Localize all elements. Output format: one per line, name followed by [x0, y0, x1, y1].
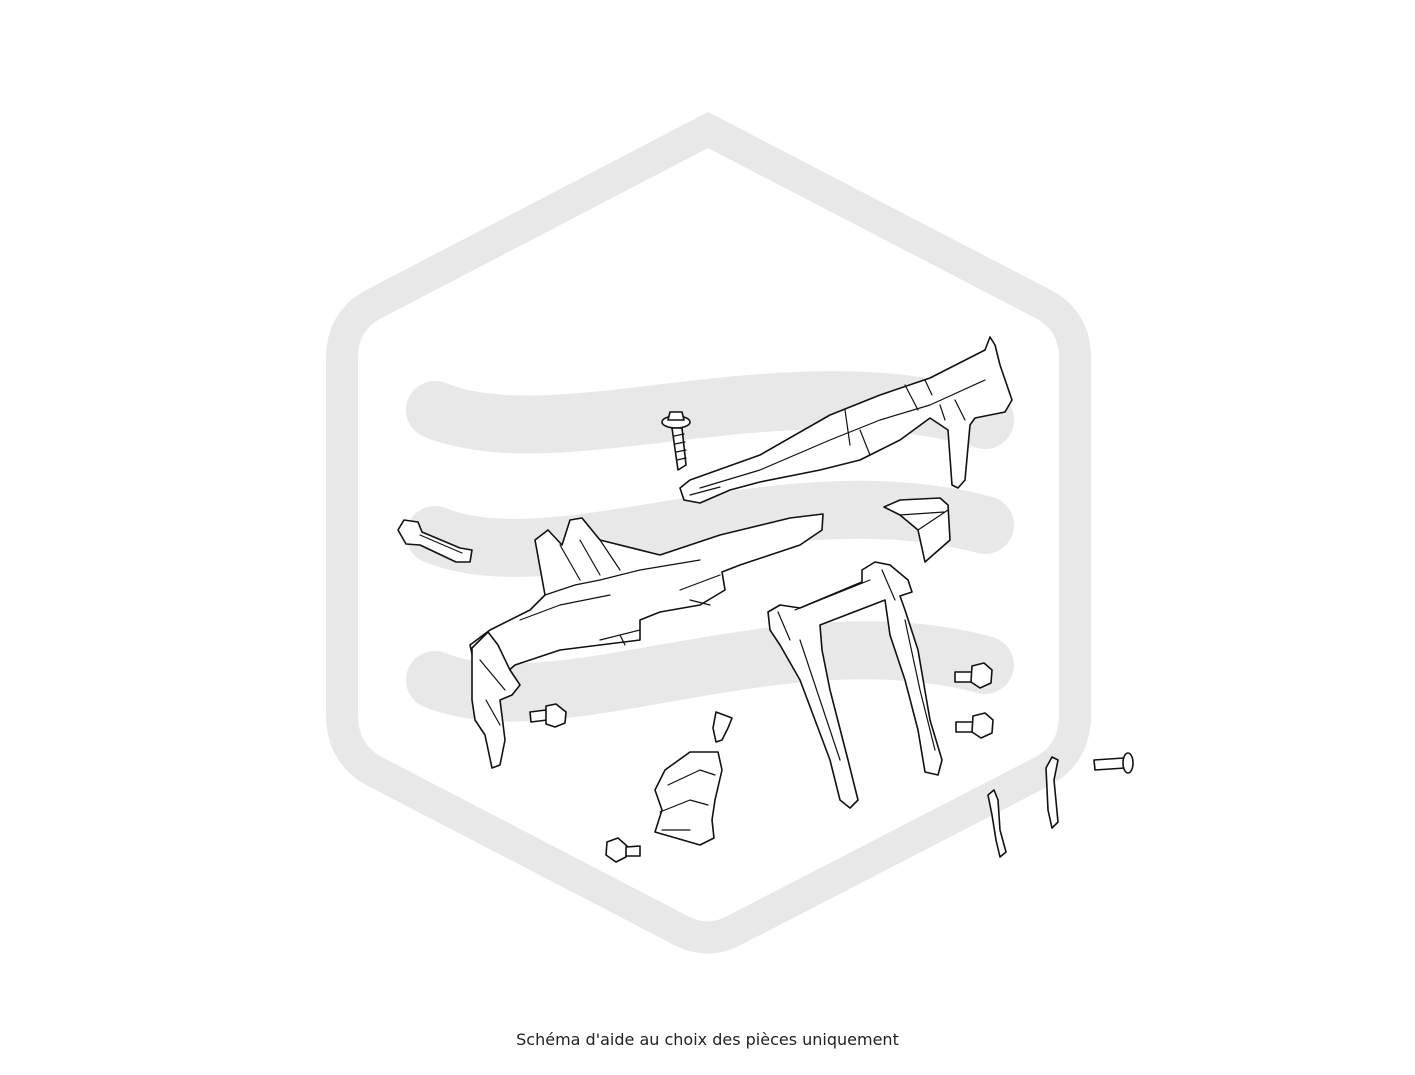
center-support-frame	[767, 561, 943, 809]
upper-crossmember-beam	[679, 336, 1013, 504]
disclaimer-caption: Schéma d'aide au choix des pièces unique…	[516, 1030, 899, 1049]
side-bracket-block	[883, 497, 951, 563]
flange-bolt-right-upper	[954, 662, 993, 689]
plastic-clip	[712, 711, 733, 743]
left-end-bracket	[471, 631, 521, 769]
duct-bracket	[654, 751, 723, 846]
main-crossmember-beam	[469, 513, 824, 691]
flange-bolt-bottom	[605, 837, 641, 863]
center-mounting-bolt	[661, 411, 691, 471]
flange-bolt-right-lower	[955, 712, 994, 739]
flange-bolt-left	[529, 703, 567, 728]
torx-bolt	[1093, 752, 1134, 774]
small-strap-bracket-1	[987, 789, 1007, 858]
small-end-bracket	[397, 519, 473, 563]
small-strap-bracket-2	[1045, 756, 1059, 829]
